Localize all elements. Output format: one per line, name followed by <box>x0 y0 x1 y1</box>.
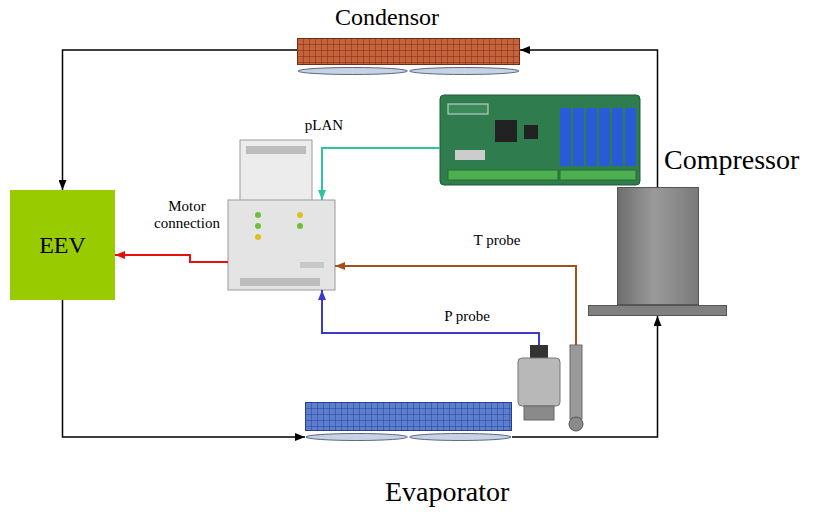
node-label: EEV <box>39 232 86 258</box>
pressure-probe <box>518 345 560 420</box>
coil-drawing <box>305 402 512 442</box>
temperature-probe <box>569 345 583 431</box>
relay <box>625 108 636 166</box>
relay <box>612 108 623 166</box>
node-heading: Evaporator <box>385 477 509 508</box>
node-heading: Compressor <box>664 145 799 176</box>
signal-label: Motor connection <box>146 198 228 233</box>
component <box>455 150 485 160</box>
coil-drawing <box>297 38 520 76</box>
led <box>297 212 303 218</box>
chip <box>524 125 538 139</box>
signal-label: pLAN <box>296 117 352 134</box>
fan-blade <box>410 434 511 441</box>
refrigerant-pipe <box>520 50 658 187</box>
condenser-coil: Condensor <box>297 38 520 76</box>
motor-wire <box>115 255 228 262</box>
probe-rod <box>570 345 582 419</box>
controller-board <box>440 95 640 185</box>
node-heading: Condensor <box>335 4 439 30</box>
terminal-block <box>448 170 558 180</box>
relay <box>599 108 610 166</box>
plan-wire <box>322 148 440 200</box>
led <box>255 234 261 240</box>
compressor-body <box>617 187 699 305</box>
chip <box>495 120 517 142</box>
module-body <box>228 200 335 290</box>
refrigerant-pipe <box>512 316 658 437</box>
terminal-strip <box>246 146 306 154</box>
terminal-strip <box>240 278 320 286</box>
fan-blade <box>298 68 407 75</box>
module-logo <box>300 262 324 268</box>
led <box>297 223 303 229</box>
relay <box>560 108 571 166</box>
led <box>255 223 261 229</box>
refrigerant-pipe <box>63 50 298 190</box>
module-top <box>240 140 312 202</box>
fan-blade <box>306 434 407 441</box>
expansion-valve: EEV <box>10 190 115 300</box>
fan-blade <box>410 68 519 75</box>
probe-fitting <box>524 406 554 420</box>
signal-label: P probe <box>432 308 502 325</box>
relay <box>586 108 597 166</box>
signal-label: T probe <box>462 232 532 249</box>
probe-bulb <box>569 417 583 431</box>
terminal-block <box>560 170 636 180</box>
probe-connector <box>530 345 548 359</box>
coil-body <box>306 403 512 431</box>
led <box>255 212 261 218</box>
compressor-unit: Compressor <box>588 187 727 316</box>
pcb <box>440 95 640 185</box>
probe-body <box>518 358 560 406</box>
evaporator-coil: Evaporator <box>305 402 512 442</box>
relay <box>573 108 584 166</box>
connector <box>448 104 488 114</box>
compressor-base <box>588 305 727 316</box>
driver-module <box>228 140 335 290</box>
refrigerant-pipe <box>63 300 306 437</box>
coil-body <box>298 39 520 65</box>
pressure-wire <box>322 290 539 345</box>
